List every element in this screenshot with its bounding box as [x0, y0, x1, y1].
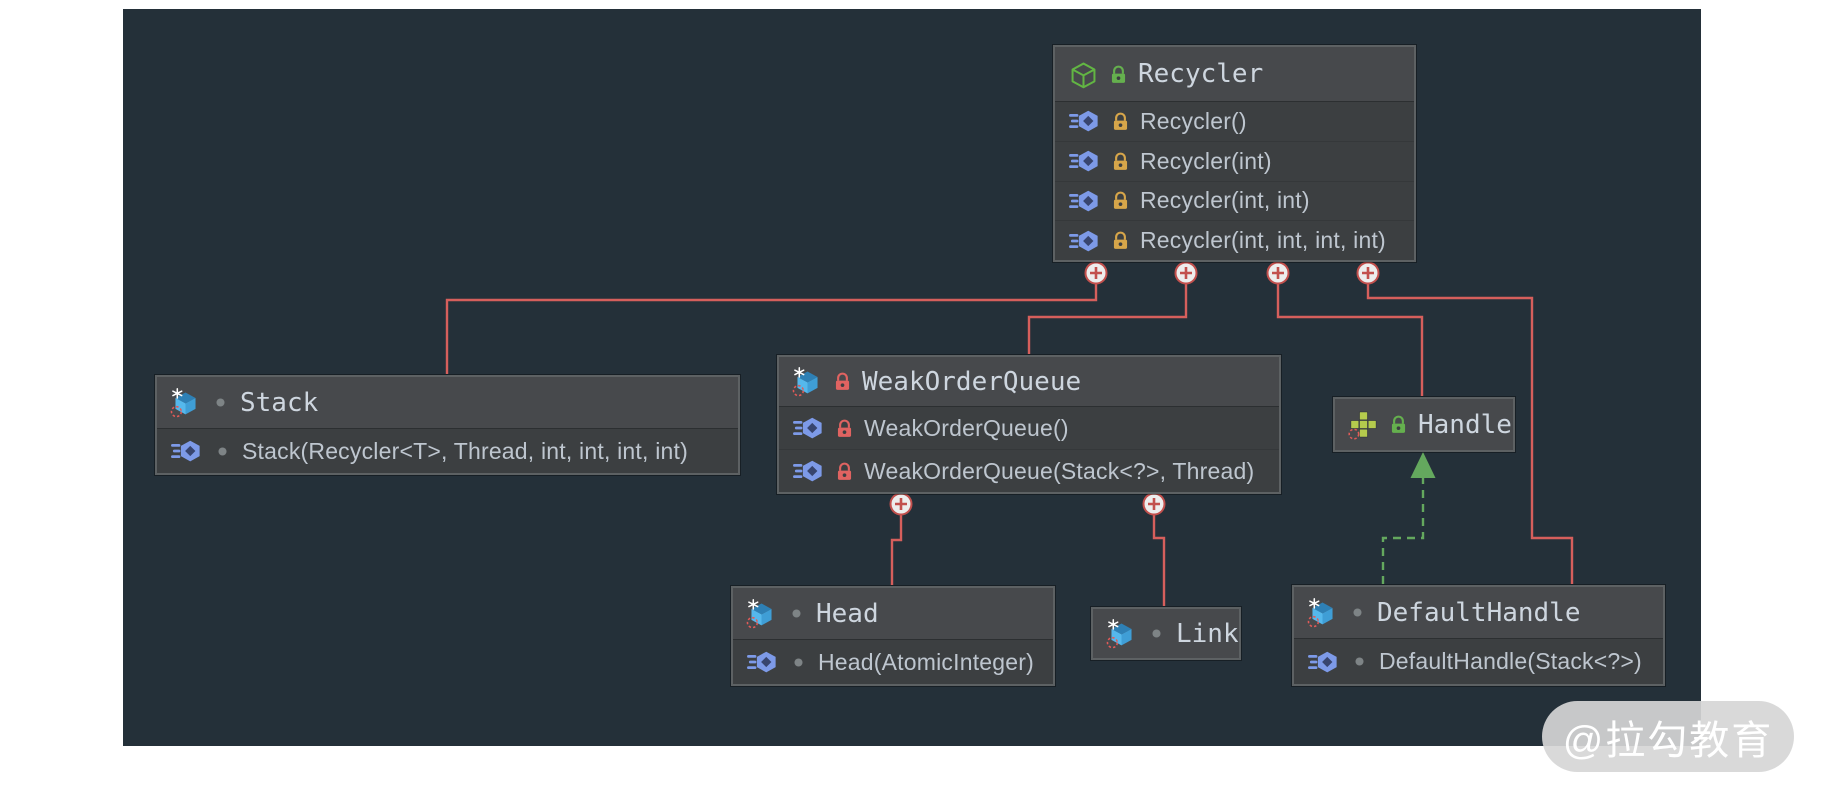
method-label: Recycler(int, int): [1140, 187, 1310, 214]
package-private-icon: [1146, 623, 1167, 644]
method-label: Recycler(int): [1140, 147, 1272, 174]
method-icon: [746, 647, 779, 677]
method-label: DefaultHandle(Stack<?>): [1379, 648, 1642, 674]
class-node-handle[interactable]: Handle: [1333, 397, 1515, 452]
method-row[interactable]: WeakOrderQueue(Stack<?>, Thread): [779, 449, 1279, 492]
final-class-icon: [792, 366, 823, 397]
package-private-icon: [1347, 602, 1368, 623]
watermark-text: @拉勾教育: [1562, 718, 1774, 763]
class-node-defaulthandle[interactable]: DefaultHandle DefaultHandle(Stack<?>): [1292, 585, 1665, 686]
method-label: WeakOrderQueue(Stack<?>, Thread): [864, 457, 1255, 484]
class-node-recycler[interactable]: Recycler Recycler() Recycler(int) Recycl…: [1053, 45, 1416, 262]
protected-lock-icon: [1110, 151, 1131, 172]
class-title: Head: [816, 598, 879, 629]
package-private-icon: [786, 603, 807, 624]
method-label: Recycler(): [1140, 107, 1247, 134]
method-label: Recycler(int, int, int, int): [1140, 227, 1386, 254]
package-private-icon: [788, 652, 809, 673]
public-lock-icon: [1108, 64, 1129, 85]
class-title: WeakOrderQueue: [862, 366, 1082, 397]
class-node-stack[interactable]: Stack Stack(Recycler<T>, Thread, int, in…: [155, 375, 740, 475]
method-icon: [1068, 186, 1101, 216]
class-node-weakorderqueue[interactable]: WeakOrderQueue WeakOrderQueue() WeakOrde…: [777, 355, 1281, 494]
method-row[interactable]: Recycler(int, int): [1055, 180, 1414, 221]
method-icon: [1307, 647, 1340, 677]
method-icon: [792, 456, 825, 486]
method-row[interactable]: DefaultHandle(Stack<?>): [1294, 639, 1663, 684]
method-row[interactable]: Recycler(int): [1055, 140, 1414, 181]
class-node-head[interactable]: Head Head(AtomicInteger): [731, 586, 1055, 686]
final-class-icon: [1106, 618, 1137, 649]
final-class-icon: [746, 598, 777, 629]
protected-lock-icon: [1110, 111, 1131, 132]
private-lock-icon: [834, 418, 855, 439]
class-title: Link: [1176, 618, 1239, 649]
method-label: Head(AtomicInteger): [818, 648, 1034, 675]
method-label: WeakOrderQueue(): [864, 414, 1069, 441]
public-lock-icon: [1388, 414, 1409, 435]
final-class-icon: [170, 387, 201, 418]
method-icon: [1068, 106, 1101, 136]
method-row[interactable]: Stack(Recycler<T>, Thread, int, int, int…: [157, 429, 738, 473]
method-icon: [792, 413, 825, 443]
private-lock-icon: [834, 461, 855, 482]
package-private-icon: [210, 392, 231, 413]
method-row[interactable]: Head(AtomicInteger): [733, 640, 1053, 684]
method-icon: [170, 436, 203, 466]
package-private-icon: [1349, 651, 1370, 672]
method-row[interactable]: WeakOrderQueue(): [779, 407, 1279, 449]
interface-icon: [1348, 409, 1379, 440]
class-title: Handle: [1418, 409, 1512, 440]
class-title: Stack: [240, 387, 319, 418]
class-node-link[interactable]: Link: [1091, 607, 1241, 660]
method-icon: [1068, 146, 1101, 176]
protected-lock-icon: [1110, 230, 1131, 251]
method-label: Stack(Recycler<T>, Thread, int, int, int…: [242, 437, 688, 464]
watermark-badge: @拉勾教育: [1542, 701, 1794, 772]
class-title: Recycler: [1138, 59, 1264, 89]
abstract-class-icon: [1068, 59, 1099, 90]
package-private-icon: [212, 441, 233, 462]
method-icon: [1068, 226, 1101, 256]
class-title: DefaultHandle: [1377, 597, 1581, 628]
private-lock-icon: [832, 371, 853, 392]
method-row[interactable]: Recycler(int, int, int, int): [1055, 220, 1414, 260]
final-class-icon: [1307, 597, 1338, 628]
method-row[interactable]: Recycler(): [1055, 102, 1414, 141]
protected-lock-icon: [1110, 190, 1131, 211]
